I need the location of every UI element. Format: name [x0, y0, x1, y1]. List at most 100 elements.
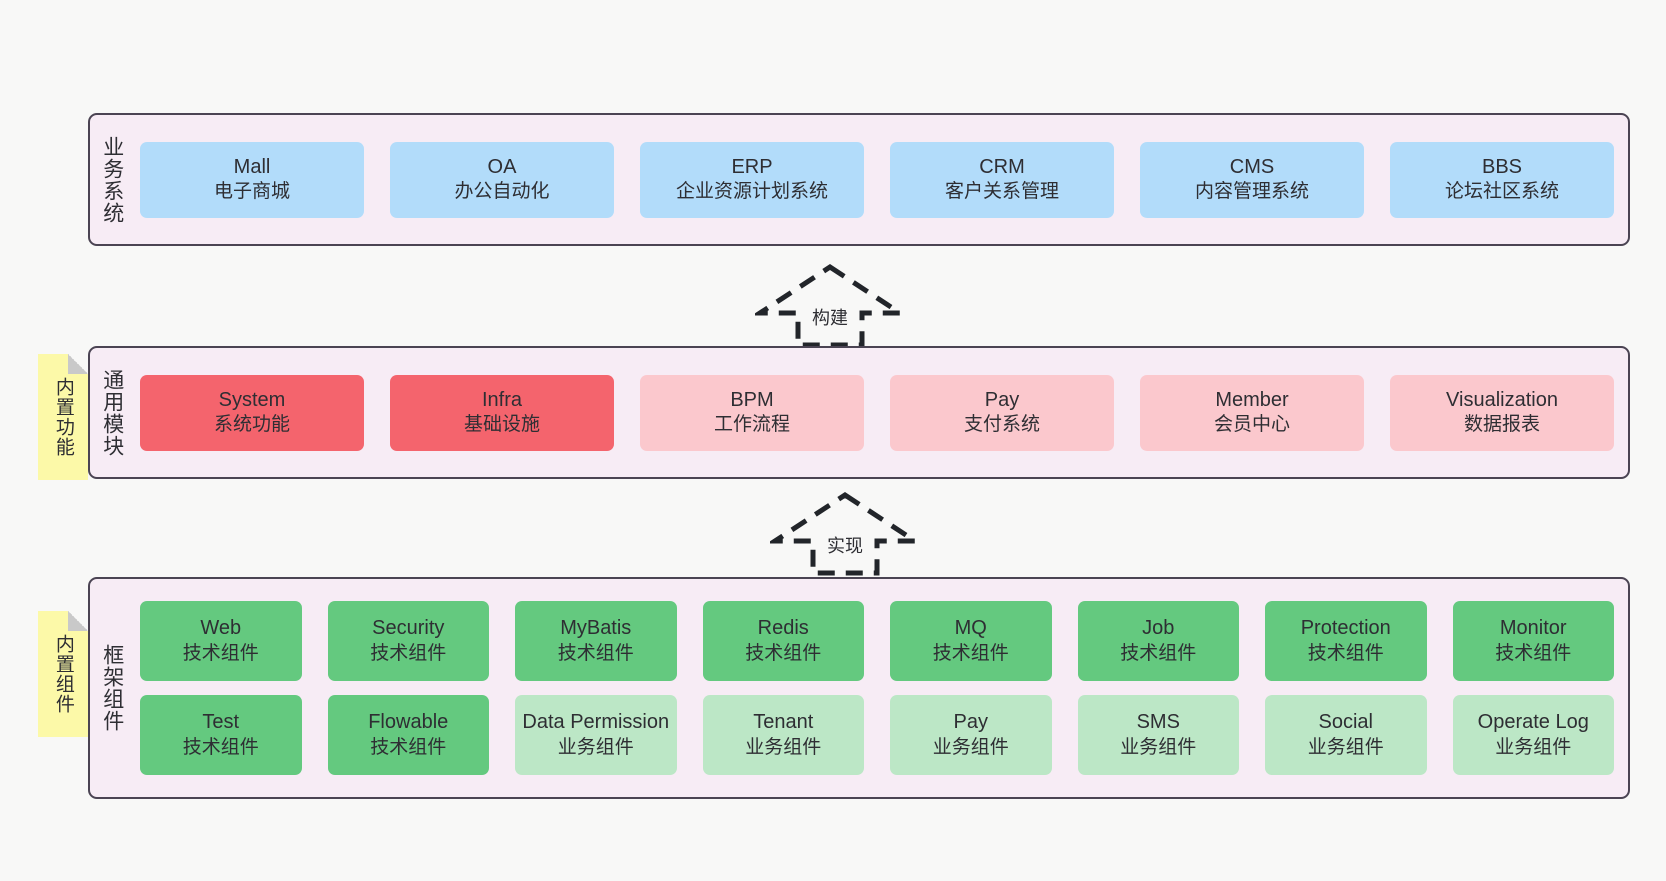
card-job[interactable]: Job 技术组件	[1077, 601, 1239, 681]
card-subtitle: 客户关系管理	[944, 181, 1059, 203]
card-title: Tenant	[753, 711, 814, 734]
arrow-realize: 实现	[770, 490, 920, 578]
card-web[interactable]: Web 技术组件	[140, 601, 302, 681]
card-member[interactable]: Member 会员中心	[1140, 374, 1364, 451]
card-mq[interactable]: MQ 技术组件	[890, 601, 1052, 681]
layer-body-business-system: Mall 电子商城 OA 办公自动化 ERP 企业资源计划系统 CRM 客户关系…	[134, 115, 1628, 244]
card-data-permission[interactable]: Data Permission 业务组件	[515, 695, 677, 775]
card-redis[interactable]: Redis 技术组件	[702, 601, 864, 681]
card-subtitle: 技术组件	[745, 642, 822, 664]
card-subtitle: 办公自动化	[454, 181, 550, 203]
card-tenant[interactable]: Tenant 业务组件	[702, 695, 864, 775]
card-pay-module[interactable]: Pay 支付系统	[890, 374, 1114, 451]
card-cms[interactable]: CMS 内容管理系统	[1140, 141, 1364, 218]
layer-title-common-module: 通用模块	[100, 368, 124, 457]
card-subtitle: 技术组件	[1120, 642, 1197, 664]
card-subtitle: 业务组件	[745, 736, 822, 758]
card-row: Test 技术组件 Flowable 技术组件 Data Permission …	[140, 695, 1614, 775]
card-subtitle: 技术组件	[182, 642, 259, 664]
card-title: Redis	[757, 617, 809, 640]
card-title: CRM	[979, 155, 1025, 178]
sticky-note-builtin-component: 内置组件	[38, 611, 88, 737]
arrow-build-outline	[755, 264, 905, 348]
card-title: SMS	[1136, 711, 1180, 734]
card-infra[interactable]: Infra 基础设施	[390, 374, 614, 451]
card-flowable[interactable]: Flowable 技术组件	[327, 695, 489, 775]
layer-framework-component: 框架组件 Web 技术组件 Security 技术组件 MyBatis 技术组件…	[88, 577, 1630, 799]
card-title: Security	[372, 617, 445, 640]
card-subtitle: 业务组件	[557, 736, 634, 758]
card-bbs[interactable]: BBS 论坛社区系统	[1390, 141, 1614, 218]
card-sms[interactable]: SMS 业务组件	[1077, 695, 1239, 775]
card-mybatis[interactable]: MyBatis 技术组件	[515, 601, 677, 681]
card-subtitle: 数据报表	[1463, 414, 1540, 436]
card-title: Operate Log	[1477, 711, 1589, 734]
card-subtitle: 企业资源计划系统	[675, 181, 828, 203]
card-title: BPM	[730, 388, 774, 411]
card-title: Job	[1142, 617, 1175, 640]
card-subtitle: 支付系统	[963, 414, 1040, 436]
card-title: Monitor	[1499, 617, 1567, 640]
card-subtitle: 技术组件	[1307, 642, 1384, 664]
card-subtitle: 技术组件	[1495, 642, 1572, 664]
card-subtitle: 技术组件	[932, 642, 1009, 664]
card-title: Protection	[1300, 617, 1391, 640]
card-protection[interactable]: Protection 技术组件	[1265, 601, 1427, 681]
arrow-realize-outline	[770, 492, 920, 576]
card-subtitle: 技术组件	[557, 642, 634, 664]
card-operate-log[interactable]: Operate Log 业务组件	[1452, 695, 1614, 775]
card-crm[interactable]: CRM 客户关系管理	[890, 141, 1114, 218]
layer-common-module: 通用模块 System 系统功能 Infra 基础设施 BPM 工作流程 Pay…	[88, 346, 1630, 479]
card-title: Pay	[984, 388, 1020, 411]
layer-body-framework-component: Web 技术组件 Security 技术组件 MyBatis 技术组件 Redi…	[134, 579, 1628, 797]
card-security[interactable]: Security 技术组件	[327, 601, 489, 681]
card-mall[interactable]: Mall 电子商城	[140, 141, 364, 218]
card-subtitle: 技术组件	[370, 642, 447, 664]
card-row: Web 技术组件 Security 技术组件 MyBatis 技术组件 Redi…	[140, 601, 1614, 681]
card-title: Infra	[481, 388, 523, 411]
card-title: Visualization	[1446, 388, 1558, 411]
card-subtitle: 电子商城	[213, 181, 290, 203]
card-visualization[interactable]: Visualization 数据报表	[1390, 374, 1614, 451]
card-title: OA	[487, 155, 517, 178]
card-title: Web	[200, 617, 242, 640]
card-subtitle: 系统功能	[213, 414, 290, 436]
card-monitor[interactable]: Monitor 技术组件	[1452, 601, 1614, 681]
card-title: Member	[1215, 388, 1289, 411]
card-erp[interactable]: ERP 企业资源计划系统	[640, 141, 864, 218]
card-subtitle: 基础设施	[463, 414, 540, 436]
arrow-build: 构建	[755, 262, 905, 350]
layer-title-business-system: 业务系统	[100, 135, 124, 224]
sticky-note-builtin-feature: 内置功能	[38, 354, 88, 480]
card-title: System	[218, 388, 286, 411]
card-title: Pay	[953, 711, 988, 734]
card-title: Test	[202, 711, 240, 734]
sticky-note-label: 内置功能	[52, 377, 74, 457]
card-title: ERP	[731, 155, 773, 178]
card-subtitle: 业务组件	[1495, 736, 1572, 758]
card-pay-component[interactable]: Pay 业务组件	[890, 695, 1052, 775]
layer-business-system: 业务系统 Mall 电子商城 OA 办公自动化 ERP 企业资源计划系统 CRM…	[88, 113, 1630, 246]
card-subtitle: 技术组件	[182, 736, 259, 758]
sticky-note-label: 内置组件	[52, 634, 74, 714]
card-subtitle: 技术组件	[370, 736, 447, 758]
card-row: Mall 电子商城 OA 办公自动化 ERP 企业资源计划系统 CRM 客户关系…	[140, 141, 1614, 218]
card-title: Flowable	[368, 711, 449, 734]
card-oa[interactable]: OA 办公自动化	[390, 141, 614, 218]
layer-body-common-module: System 系统功能 Infra 基础设施 BPM 工作流程 Pay 支付系统…	[134, 348, 1628, 477]
card-subtitle: 内容管理系统	[1194, 181, 1309, 203]
card-system[interactable]: System 系统功能	[140, 374, 364, 451]
card-title: MyBatis	[560, 617, 632, 640]
card-subtitle: 业务组件	[932, 736, 1009, 758]
card-row: System 系统功能 Infra 基础设施 BPM 工作流程 Pay 支付系统…	[140, 374, 1614, 451]
card-subtitle: 会员中心	[1213, 414, 1290, 436]
card-title: Social	[1318, 711, 1373, 734]
card-bpm[interactable]: BPM 工作流程	[640, 374, 864, 451]
card-title: BBS	[1481, 155, 1523, 178]
card-subtitle: 业务组件	[1120, 736, 1197, 758]
card-subtitle: 论坛社区系统	[1444, 181, 1559, 203]
card-social[interactable]: Social 业务组件	[1265, 695, 1427, 775]
card-subtitle: 工作流程	[713, 414, 790, 436]
card-test[interactable]: Test 技术组件	[140, 695, 302, 775]
card-title: Mall	[233, 155, 271, 178]
